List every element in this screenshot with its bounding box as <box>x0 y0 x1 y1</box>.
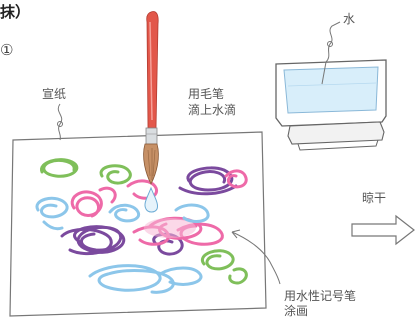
xuan-paper <box>9 131 267 317</box>
step-marker: ① <box>0 41 14 59</box>
dry-arrow <box>351 214 415 246</box>
brush-label-line2: 滴上水滴 <box>188 103 237 117</box>
marker-label-line2: 涂画 <box>284 304 309 318</box>
xuan-paper-label: 宣纸 <box>42 87 67 101</box>
brush <box>143 11 159 213</box>
dry-label: 晾干 <box>362 191 387 205</box>
section-title: 抹） <box>0 3 31 21</box>
leader-arrow <box>231 229 241 239</box>
water-label: 水 <box>343 12 356 26</box>
water-drop <box>144 186 158 213</box>
wet-blur <box>144 218 196 238</box>
marker-label-leader <box>231 231 281 285</box>
leader-loop <box>57 121 63 127</box>
water-label-leader <box>321 21 341 85</box>
water-tray <box>275 59 387 151</box>
blue-scribbles <box>35 196 210 294</box>
brush-label-line1: 用毛笔 <box>188 87 225 101</box>
marker-label-line1: 用水性记号笔 <box>284 289 357 303</box>
leader-loop <box>327 41 333 47</box>
paper-label-leader <box>57 103 63 141</box>
green-scribbles <box>40 158 248 285</box>
